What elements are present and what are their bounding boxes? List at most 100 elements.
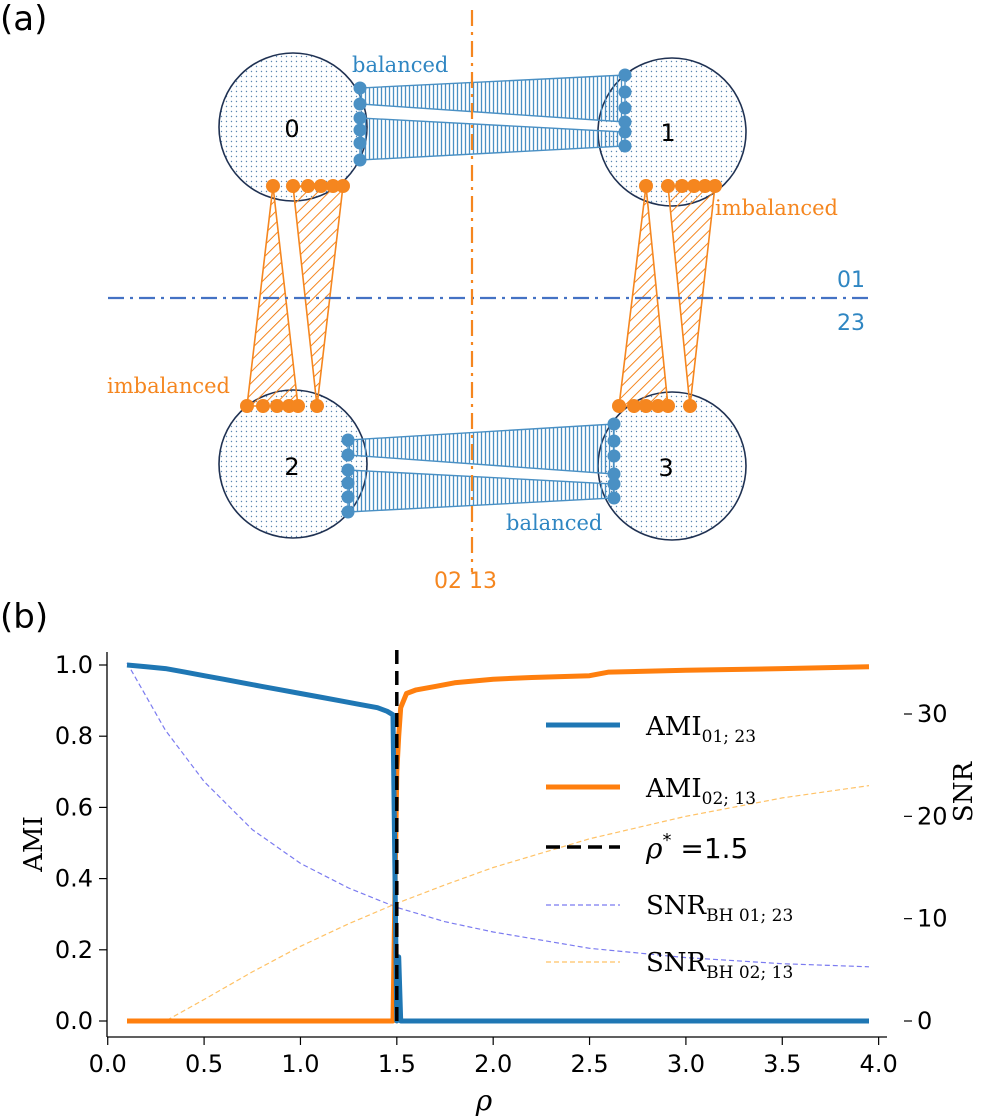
legend-ami-0213-text: AMI02; 13 (645, 774, 756, 809)
x-tick-label: 0.5 (185, 1050, 223, 1078)
series-layer (126, 647, 870, 1024)
balanced-endpoint-dot (341, 463, 355, 477)
imbalanced-endpoint-dot (675, 179, 689, 193)
balanced-endpoint-dot (618, 139, 632, 153)
imbalanced-endpoint-dot (639, 179, 653, 193)
legend-snr-0123-text: SNRBH 01; 23 (646, 891, 793, 926)
node-2-label: 2 (284, 453, 299, 481)
panel-b-label: (b) (0, 597, 48, 637)
y-axis-label-left: AMI (19, 816, 49, 873)
y-tick-label: 1.0 (55, 651, 93, 679)
y-right-tick-label: 10 (917, 905, 948, 933)
balanced-label-bottom: balanced (506, 511, 602, 535)
balanced-endpoint-dot (607, 477, 621, 491)
balanced-endpoint-dot (618, 101, 632, 115)
imbalanced-endpoint-dot (687, 179, 701, 193)
balanced-edges-bottom (347, 423, 615, 513)
balanced-endpoint-dot (353, 111, 367, 125)
graph-nodes (218, 52, 747, 541)
balanced-endpoint-dot (353, 97, 367, 111)
balanced-endpoint-dot (353, 153, 367, 167)
node-0-label: 0 (284, 115, 299, 143)
y-tick-label: 0.0 (55, 1007, 93, 1035)
y-ticks-left: 0.0 0.2 0.4 0.6 0.8 1.0 (55, 651, 107, 1035)
y-right-tick-label: 20 (917, 802, 948, 830)
y-tick-label: 0.2 (55, 936, 93, 964)
series-line (126, 662, 870, 968)
imbalanced-endpoint-dot (291, 399, 305, 413)
balanced-endpoint-dot (618, 125, 632, 139)
y-tick-label: 0.8 (55, 722, 93, 750)
series-line (126, 662, 869, 1024)
imbalanced-endpoint-dot (336, 179, 350, 193)
x-tick-label: 1.0 (281, 1050, 319, 1078)
imbalanced-endpoint-dot (270, 399, 284, 413)
legend-snr-0213-text: SNRBH 02; 13 (646, 948, 793, 983)
imbalanced-endpoint-dot (661, 399, 675, 413)
cut-label-01: 01 (837, 268, 865, 293)
legend-ami-0123-text: AMI01; 23 (645, 712, 756, 747)
x-tick-label: 1.5 (378, 1050, 416, 1078)
balanced-endpoint-dot (341, 505, 355, 519)
balanced-endpoint-dot (353, 136, 367, 150)
balanced-endpoint-dot (341, 490, 355, 504)
balanced-endpoint-dot (607, 467, 621, 481)
balanced-endpoint-dot (607, 434, 621, 448)
imbalanced-endpoint-dot (612, 399, 626, 413)
imbalanced-bundle-left-1 (246, 185, 299, 407)
balanced-endpoint-dot (618, 85, 632, 99)
cut-label-0213: 02 13 (434, 569, 497, 594)
imbalanced-endpoint-dot (266, 179, 280, 193)
balanced-endpoint-dot (618, 68, 632, 82)
balanced-edges-top (359, 74, 626, 161)
imbalanced-bundle-right-1 (618, 185, 669, 407)
series-line (127, 664, 870, 1024)
x-axis-label: ρ (475, 1084, 493, 1117)
x-tick-label: 3.0 (667, 1050, 705, 1078)
balanced-endpoint-dot (353, 123, 367, 137)
imbalanced-endpoint-dot (708, 179, 722, 193)
x-tick-label: 3.5 (763, 1050, 801, 1078)
y-right-tick-label: 30 (917, 700, 948, 728)
imbalanced-endpoint-dot (683, 399, 697, 413)
imbalanced-bundle-right-2 (667, 185, 716, 407)
y-tick-label: 0.4 (55, 865, 93, 893)
balanced-endpoint-dot (353, 81, 367, 95)
x-tick-label: 2.5 (570, 1050, 608, 1078)
balanced-endpoint-dot (341, 448, 355, 462)
legend: AMI01; 23 AMI02; 13 ρ* =1.5 SNRBH 01; 23… (546, 712, 793, 983)
balanced-bundle-bottom-2 (347, 469, 615, 513)
y-tick-label: 0.6 (55, 793, 93, 821)
edge-endpoints (240, 68, 722, 519)
imbalanced-endpoint-dot (310, 399, 324, 413)
balanced-bundle-top-1 (359, 74, 626, 123)
x-tick-label: 4.0 (860, 1050, 898, 1078)
imbalanced-bundle-left-2 (292, 185, 344, 407)
x-tick-label: 2.0 (474, 1050, 512, 1078)
imbalanced-endpoint-dot (661, 179, 675, 193)
balanced-endpoint-dot (607, 417, 621, 431)
imbalanced-endpoint-dot (698, 179, 712, 193)
imbalanced-endpoint-dot (240, 399, 254, 413)
imbalanced-endpoint-dot (639, 399, 653, 413)
imbalanced-endpoint-dot (286, 179, 300, 193)
chart: 0.0 0.5 1.0 1.5 2.0 2.5 3.0 3.5 4.0 0.0 0.2 0.4 0.6… (19, 647, 979, 1117)
imbalanced-endpoint-dot (651, 399, 665, 413)
balanced-bundle-top-2 (359, 117, 626, 161)
x-tick-label: 0.0 (89, 1050, 127, 1078)
balanced-endpoint-dot (341, 476, 355, 490)
imbalanced-endpoint-dot (326, 179, 340, 193)
balanced-label-top: balanced (352, 53, 448, 77)
cut-label-23: 23 (837, 311, 865, 336)
balanced-bundle-bottom-1 (347, 423, 615, 475)
node-3-label: 3 (658, 454, 673, 482)
node-1-label: 1 (660, 119, 675, 147)
panel-a-label: (a) (0, 0, 47, 39)
y-axis-label-right: SNR (949, 761, 979, 823)
imbalanced-edges-right (618, 185, 716, 407)
balanced-endpoint-dot (607, 449, 621, 463)
imbalanced-label-right: imbalanced (715, 196, 838, 220)
imbalanced-endpoint-dot (301, 179, 315, 193)
